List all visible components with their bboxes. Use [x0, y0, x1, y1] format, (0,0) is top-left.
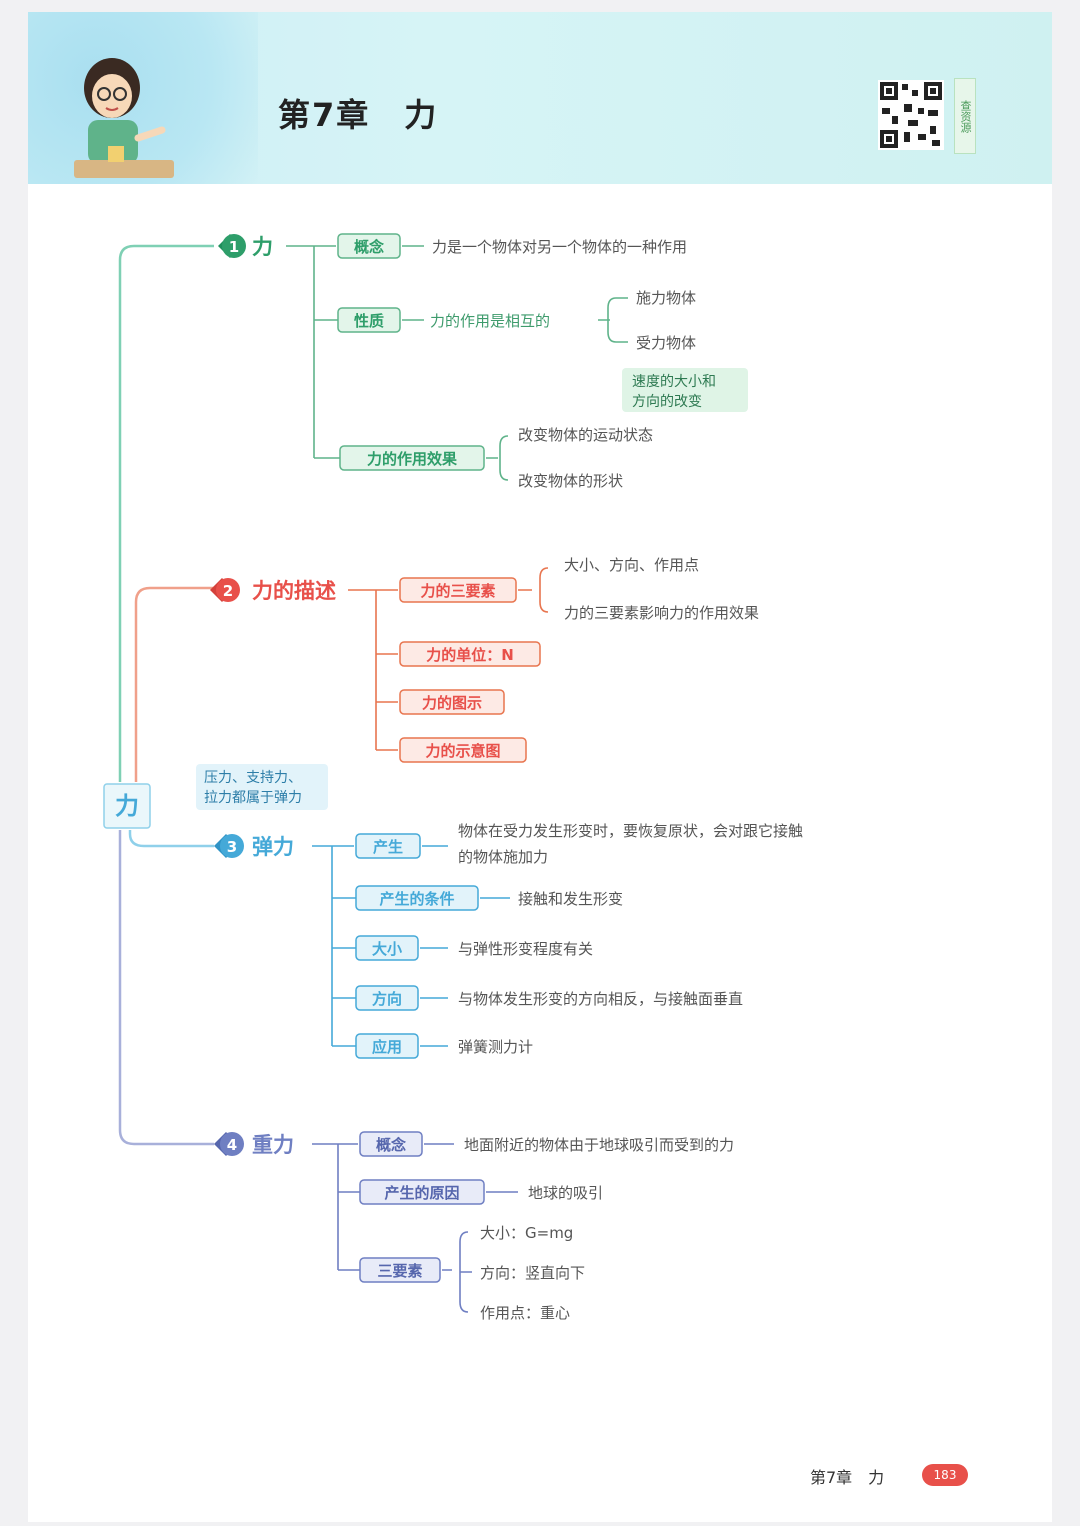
- s1-property-a: 施力物体: [636, 289, 696, 307]
- chapter-header: 第7章 力 查资源: [28, 12, 1052, 184]
- section-4-head: 4 重力: [214, 1132, 294, 1157]
- qr-code-icon[interactable]: [878, 80, 944, 150]
- s3-produce-line1: 物体在受力发生形变时，要恢复原状，会对跟它接触: [458, 822, 803, 840]
- s4-cause-tag: 产生的原因: [384, 1184, 459, 1202]
- s1-property-text: 力的作用是相互的: [430, 312, 550, 330]
- svg-text:3: 3: [227, 838, 237, 856]
- connector-root-3: [128, 830, 214, 848]
- section-2-head: 2 力的描述: [210, 578, 336, 603]
- svg-text:4: 4: [227, 1136, 237, 1154]
- s3-size-tag: 大小: [372, 940, 402, 958]
- s1-effect-a: 改变物体的运动状态: [518, 426, 653, 444]
- teacher-illustration: [74, 58, 174, 178]
- section-4-title: 重力: [252, 1133, 294, 1157]
- s3-note-line2: 拉力都属于弹力: [204, 790, 302, 806]
- connector-root-4: [118, 830, 214, 1146]
- section-1-title: 力: [252, 235, 273, 259]
- s1-effect-b: 改变物体的形状: [518, 472, 623, 490]
- s2-sketch-tag: 力的示意图: [425, 742, 500, 760]
- page-number-badge: 183: [922, 1464, 968, 1486]
- s1-effect-tag: 力的作用效果: [367, 450, 458, 468]
- s3-condition-tag: 产生的条件: [379, 890, 454, 908]
- s3-apply-text: 弹簧测力计: [458, 1038, 533, 1056]
- s3-condition-text: 接触和发生形变: [518, 890, 623, 908]
- s4-three-tag: 三要素: [377, 1262, 422, 1280]
- page: 第7章 力 查资源: [28, 12, 1052, 1522]
- s2-diagram-tag: 力的图示: [422, 694, 482, 712]
- s1-concept-tag: 概念: [354, 238, 384, 256]
- svg-text:1: 1: [229, 238, 239, 256]
- s2-three-tag: 力的三要素: [420, 582, 495, 600]
- s3-direction-text: 与物体发生形变的方向相反，与接触面垂直: [458, 990, 743, 1008]
- header-decoration: [28, 12, 258, 184]
- s3-produce-tag: 产生: [373, 838, 403, 856]
- s2-three-a: 大小、方向、作用点: [564, 556, 699, 574]
- section-3-title: 弹力: [252, 835, 294, 859]
- connector-root-1: [118, 244, 214, 782]
- chapter-title: 第7章 力: [278, 96, 439, 134]
- footer-chapter: 第7章 力: [810, 1468, 885, 1487]
- root-node: [103, 783, 151, 829]
- connector-root-2: [134, 586, 214, 782]
- qr-side-label: 查资源: [954, 78, 976, 154]
- s1-note-line2: 方向的改变: [632, 394, 702, 410]
- s4-three-c: 作用点：重心: [480, 1304, 570, 1322]
- s4-concept-text: 地面附近的物体由于地球吸引而受到的力: [464, 1136, 734, 1154]
- svg-text:2: 2: [223, 582, 233, 600]
- mind-map: 力 1 力 2 力的描述 3 弹力 4 重力 概念: [103, 233, 803, 1322]
- s3-note-line1: 压力、支持力、: [204, 770, 302, 786]
- s1-concept-text: 力是一个物体对另一个物体的一种作用: [432, 238, 687, 256]
- s1-property-b: 受力物体: [636, 334, 696, 352]
- s4-three-a: 大小：G=mg: [480, 1224, 573, 1242]
- s4-concept-tag: 概念: [376, 1136, 406, 1154]
- s2-unit-tag: 力的单位：N: [426, 646, 514, 664]
- s2-three-b: 力的三要素影响力的作用效果: [564, 604, 759, 622]
- s3-produce-line2: 的物体施加力: [458, 848, 548, 866]
- section-3-head: 3 弹力: [214, 834, 294, 859]
- s1-note-line1: 速度的大小和: [632, 374, 716, 390]
- s3-size-text: 与弹性形变程度有关: [458, 940, 593, 958]
- s4-three-b: 方向：竖直向下: [480, 1264, 585, 1282]
- section-1-head: 1 力: [218, 234, 273, 259]
- section-2-title: 力的描述: [252, 579, 336, 603]
- s1-property-tag: 性质: [354, 312, 384, 330]
- s3-apply-tag: 应用: [372, 1038, 402, 1056]
- root-label: 力: [115, 792, 139, 820]
- s3-direction-tag: 方向: [372, 990, 402, 1008]
- s4-cause-text: 地球的吸引: [528, 1184, 603, 1202]
